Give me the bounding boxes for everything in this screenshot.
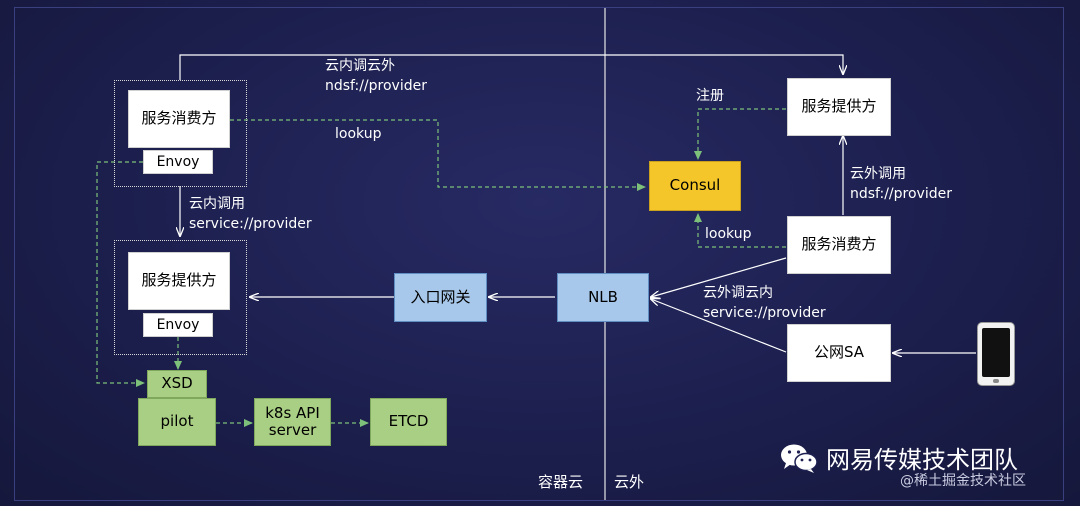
edge-inside-to-outside bbox=[179, 54, 843, 80]
consumer-pod-group bbox=[114, 80, 247, 187]
mobile-phone-icon bbox=[977, 322, 1015, 386]
k8s-api-node: k8s API server bbox=[254, 398, 331, 446]
edge-envoy-top-xsd bbox=[96, 161, 145, 387]
label-inside-call-1: 云内调用 bbox=[189, 196, 245, 212]
xsd-node: XSD bbox=[147, 370, 207, 398]
region-outside-cloud: 云外 bbox=[614, 473, 645, 491]
wechat-icon bbox=[780, 442, 818, 474]
public-sa-node: 公网SA bbox=[787, 324, 891, 382]
label-outside-to-inside-2: service://provider bbox=[703, 305, 826, 321]
label-inside-to-outside-1: 云内调云外 bbox=[325, 58, 395, 74]
provider-right-node: 服务提供方 bbox=[787, 78, 891, 136]
label-outside-to-inside-1: 云外调云内 bbox=[703, 285, 773, 301]
consul-node: Consul bbox=[649, 161, 741, 211]
watermark-main: 网易传媒技术团队 bbox=[826, 446, 1018, 474]
label-register: 注册 bbox=[696, 88, 724, 104]
label-lookup-left: lookup bbox=[335, 126, 382, 142]
gateway-node: 入口网关 bbox=[394, 273, 487, 322]
envoy-top-node: Envoy bbox=[143, 150, 213, 174]
provider-left-node: 服务提供方 bbox=[128, 252, 230, 310]
consumer-left-node: 服务消费方 bbox=[128, 90, 230, 148]
consumer-right-node: 服务消费方 bbox=[787, 216, 891, 274]
envoy-bottom-node: Envoy bbox=[143, 313, 213, 337]
label-inside-to-outside-2: ndsf://provider bbox=[325, 78, 427, 94]
watermark: 网易传媒技术团队 bbox=[780, 440, 1018, 475]
nlb-node: NLB bbox=[557, 273, 649, 322]
edge-consumer-nlb bbox=[651, 257, 787, 297]
region-container-cloud: 容器云 bbox=[538, 473, 584, 491]
label-lookup-right: lookup bbox=[705, 226, 752, 242]
label-inside-call-2: service://provider bbox=[189, 216, 312, 232]
diagram-frame bbox=[14, 7, 1064, 501]
pilot-node: pilot bbox=[138, 398, 216, 446]
label-outside-call-1: 云外调用 bbox=[850, 166, 906, 182]
edge-lookup-right bbox=[694, 213, 786, 248]
label-outside-call-2: ndsf://provider bbox=[850, 186, 952, 202]
etcd-node: ETCD bbox=[370, 398, 447, 446]
watermark-sub: @稀土掘金技术社区 bbox=[900, 473, 1026, 489]
edge-register bbox=[694, 108, 786, 160]
provider-pod-group bbox=[114, 240, 247, 355]
edge-lookup-left bbox=[230, 119, 646, 191]
edge-sa-nlb bbox=[651, 299, 787, 353]
